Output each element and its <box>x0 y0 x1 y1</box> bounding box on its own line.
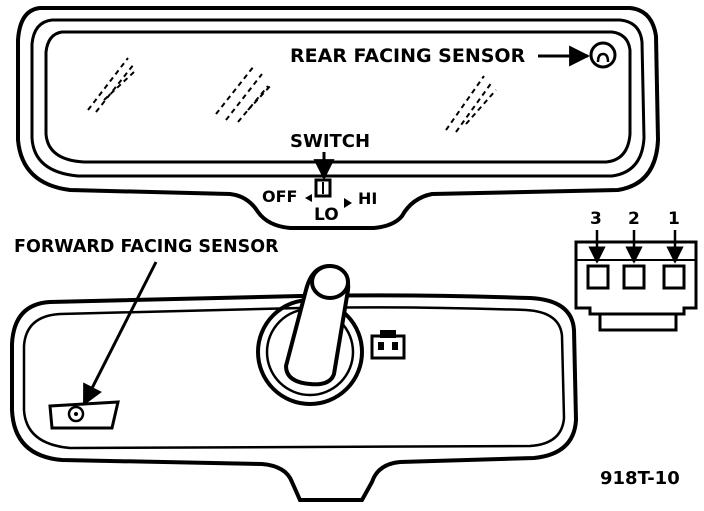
connector-pin-3 <box>586 264 610 290</box>
connector-pin-3-label: 3 <box>590 209 602 229</box>
mirror-inner-bezel <box>30 18 646 178</box>
mirror-outer-housing <box>16 6 661 230</box>
connector-latch <box>598 312 678 332</box>
connector-pin-1 <box>662 264 686 290</box>
switch-hi-label: HI <box>358 189 377 208</box>
figure-id: 918T-10 <box>600 468 680 489</box>
electrical-socket <box>370 330 406 360</box>
mirror-mount <box>256 263 364 406</box>
switch-off-pointer <box>305 194 312 202</box>
mode-switch[interactable] <box>314 178 332 198</box>
connector-pin-2-label: 2 <box>628 209 640 229</box>
connector-pin-1-label: 1 <box>668 209 680 229</box>
connector-pin-2 <box>622 264 646 290</box>
forward-facing-sensor-label: FORWARD FACING SENSOR <box>14 237 279 257</box>
switch-lo-label: LO <box>314 205 339 225</box>
mirror-back-inner-edge <box>22 306 566 450</box>
wiring-connector: 3 2 1 <box>574 209 698 332</box>
rear-facing-sensor <box>589 41 617 69</box>
mirror-glass <box>44 30 632 164</box>
rear-facing-sensor-label: REAR FACING SENSOR <box>290 45 526 67</box>
forward-sensor-leader <box>82 261 158 406</box>
switch-off-label: OFF <box>262 187 297 206</box>
mirror-rear-view: REAR FACING SENSOR SWITCH OFF LO HI <box>16 6 661 230</box>
glass-glare-marks <box>87 57 497 133</box>
connector-body <box>574 240 698 316</box>
forward-facing-sensor <box>48 400 120 430</box>
mirror-back-housing <box>10 293 579 502</box>
switch-hi-pointer <box>344 198 352 208</box>
switch-label: SWITCH <box>290 131 370 152</box>
mirror-back-view: FORWARD FACING SENSOR <box>10 237 579 502</box>
